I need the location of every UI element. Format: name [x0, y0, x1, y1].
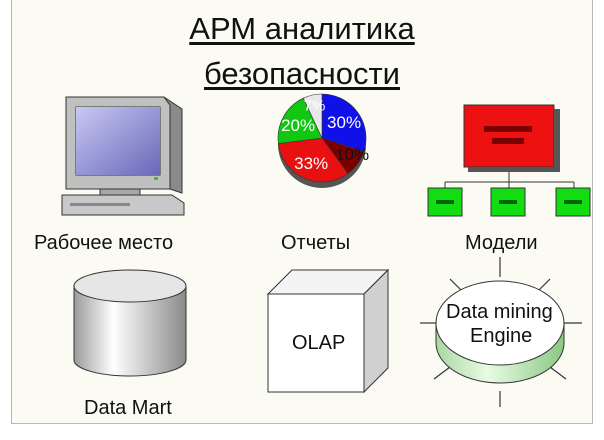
title-line-2: безопасности [204, 56, 400, 91]
pie-slice [302, 93, 323, 139]
pie-slice [277, 97, 323, 144]
pie-slice-label: 30% [327, 113, 361, 132]
reports-label: Отчеты [281, 232, 351, 254]
pie-slice-label: 33% [294, 154, 328, 173]
title-line-1: АРМ аналитика [189, 11, 415, 46]
models-label: Модели [465, 232, 538, 254]
pie-slice-label: 20% [281, 116, 315, 135]
pie-chart-icon: 30% 10% 33% 20%7% [277, 93, 369, 188]
org-chart-icon [427, 104, 591, 217]
disk-engine-icon [420, 257, 582, 407]
workstation-label: Рабочее место [34, 232, 174, 254]
computer-icon [61, 96, 185, 216]
data-mart-label: Data Mart [84, 397, 172, 419]
pie-slice [278, 137, 349, 183]
cube-icon [266, 268, 390, 394]
data-mining-label-line-2: Engine [470, 325, 533, 347]
pie-slice-label: 10% [335, 145, 369, 164]
olap-label: OLAP [292, 332, 346, 354]
pie-slice-label: 7% [304, 98, 326, 115]
data-mining-label-line-1: Data mining [446, 301, 553, 323]
pie-slice [321, 93, 367, 152]
database-cylinder-icon [73, 269, 187, 377]
